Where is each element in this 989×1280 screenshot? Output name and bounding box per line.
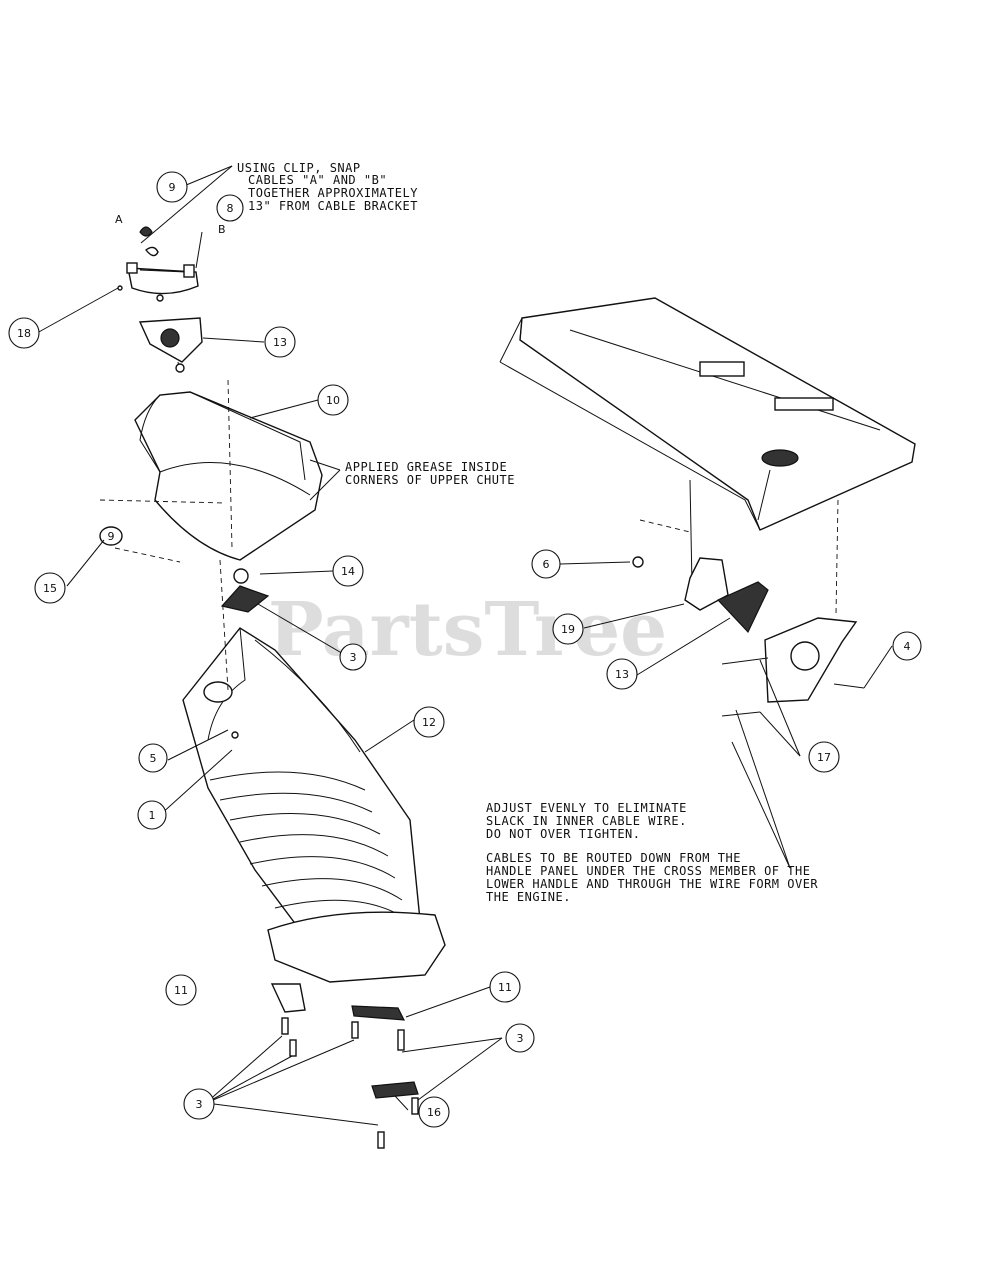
callout-10-label: 10 bbox=[326, 394, 340, 407]
callout-12-label: 12 bbox=[422, 716, 436, 729]
chute-deflector-upper bbox=[138, 317, 203, 373]
note-cable-clip: USING CLIP, SNAP CABLES "A" AND "B" TOGE… bbox=[237, 161, 418, 213]
callout-13-bottom[interactable]: 13 bbox=[606, 658, 638, 690]
note-routing-line-2: HANDLE PANEL UNDER THE CROSS MEMBER OF T… bbox=[486, 864, 810, 878]
callout-5[interactable]: 5 bbox=[138, 743, 168, 773]
watermark: PartsTree bbox=[268, 587, 667, 673]
callout-3a-label: 3 bbox=[350, 651, 357, 664]
callout-16-label: 16 bbox=[427, 1106, 441, 1119]
callout-19[interactable]: 19 bbox=[552, 613, 584, 645]
chute-pivot bbox=[220, 568, 270, 613]
chute-clamps-and-bolts bbox=[270, 983, 419, 1149]
callout-13-bottom-label: 13 bbox=[615, 668, 629, 681]
callout-1[interactable]: 1 bbox=[137, 800, 167, 830]
callout-15[interactable]: 15 bbox=[34, 572, 66, 604]
label-b: B bbox=[218, 223, 226, 236]
note-routing-line-4: THE ENGINE. bbox=[486, 890, 571, 904]
callout-9b-label: 9 bbox=[108, 530, 115, 543]
callout-3c[interactable]: 3 bbox=[183, 1088, 215, 1120]
callout-4[interactable]: 4 bbox=[892, 631, 922, 661]
callout-11b[interactable]: 11 bbox=[489, 971, 521, 1003]
callout-17-label: 17 bbox=[817, 751, 831, 764]
callout-11a[interactable]: 11 bbox=[165, 974, 197, 1006]
callout-14-label: 14 bbox=[341, 565, 355, 578]
note-cable-clip-line-1: USING CLIP, SNAP bbox=[237, 161, 361, 175]
callout-4-label: 4 bbox=[904, 640, 911, 653]
bolts-right bbox=[721, 657, 865, 717]
callout-10[interactable]: 10 bbox=[317, 384, 349, 416]
handle-panel bbox=[499, 297, 916, 531]
callout-9b[interactable]: 9 bbox=[108, 530, 115, 543]
upper-chute bbox=[134, 379, 323, 561]
callout-15-label: 15 bbox=[43, 582, 57, 595]
callout-18[interactable]: 18 bbox=[8, 317, 40, 349]
cable-bracket-assembly: A B bbox=[115, 213, 226, 302]
callout-8-label: 8 bbox=[227, 202, 234, 215]
callout-19-label: 19 bbox=[561, 623, 575, 636]
note-cable-clip-line-3: TOGETHER APPROXIMATELY bbox=[248, 186, 418, 200]
note-adjust-line-2: SLACK IN INNER CABLE WIRE. bbox=[486, 814, 687, 828]
note-routing-line-3: LOWER HANDLE AND THROUGH THE WIRE FORM O… bbox=[486, 877, 818, 891]
note-grease: APPLIED GREASE INSIDE CORNERS OF UPPER C… bbox=[345, 460, 515, 487]
callout-5-label: 5 bbox=[150, 752, 157, 765]
lower-chute bbox=[182, 627, 446, 983]
note-routing-line-1: CABLES TO BE ROUTED DOWN FROM THE bbox=[486, 851, 741, 865]
callout-3c-label: 3 bbox=[196, 1098, 203, 1111]
callout-3b[interactable]: 3 bbox=[505, 1023, 535, 1053]
callout-8[interactable]: 8 bbox=[216, 194, 244, 222]
note-grease-line-1: APPLIED GREASE INSIDE bbox=[345, 460, 507, 474]
note-grease-line-2: CORNERS OF UPPER CHUTE bbox=[345, 473, 515, 487]
callout-12[interactable]: 12 bbox=[413, 706, 445, 738]
chute-knob bbox=[99, 499, 227, 563]
callout-9a[interactable]: 9 bbox=[156, 171, 188, 203]
leader-lines bbox=[36, 165, 893, 1126]
callout-3a[interactable]: 3 bbox=[339, 643, 367, 671]
callout-9a-label: 9 bbox=[169, 181, 176, 194]
note-cable-clip-line-2: CABLES "A" AND "B" bbox=[248, 173, 387, 187]
note-adjust-line-1: ADJUST EVENLY TO ELIMINATE bbox=[486, 801, 687, 815]
callout-13-top[interactable]: 13 bbox=[264, 326, 296, 358]
callout-6-label: 6 bbox=[543, 558, 550, 571]
label-a: A bbox=[115, 213, 123, 226]
callout-14[interactable]: 14 bbox=[332, 555, 364, 587]
callout-3b-label: 3 bbox=[517, 1032, 524, 1045]
note-adjust: ADJUST EVENLY TO ELIMINATE SLACK IN INNE… bbox=[486, 801, 687, 841]
cable-bracket-right bbox=[632, 479, 858, 703]
callout-13-top-label: 13 bbox=[273, 336, 287, 349]
callout-6[interactable]: 6 bbox=[531, 549, 561, 579]
callout-16[interactable]: 16 bbox=[418, 1096, 450, 1128]
note-cable-clip-line-4: 13" FROM CABLE BRACKET bbox=[248, 199, 418, 213]
callout-11b-label: 11 bbox=[498, 981, 512, 994]
callout-11a-label: 11 bbox=[174, 984, 188, 997]
callout-18-label: 18 bbox=[17, 327, 31, 340]
callout-17[interactable]: 17 bbox=[808, 741, 840, 773]
note-adjust-line-3: DO NOT OVER TIGHTEN. bbox=[486, 827, 641, 841]
callout-1-label: 1 bbox=[149, 809, 156, 822]
note-routing: CABLES TO BE ROUTED DOWN FROM THE HANDLE… bbox=[486, 851, 818, 904]
